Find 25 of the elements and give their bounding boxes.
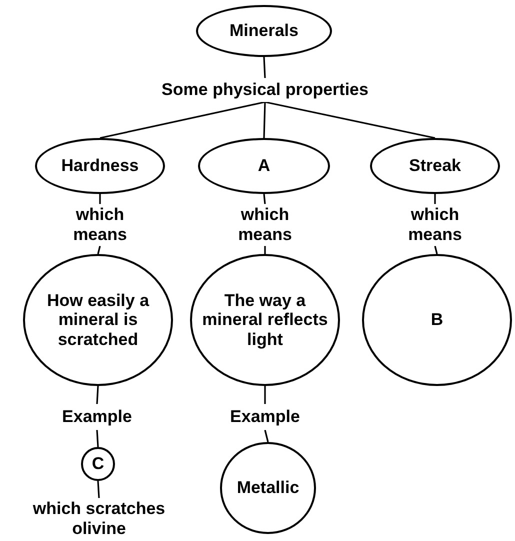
connector-line [434, 246, 438, 254]
connector-line [263, 102, 266, 138]
connector-line [97, 246, 101, 254]
connector-line [96, 386, 99, 404]
node-text: How easily a mineral is scratched [46, 290, 150, 350]
connector-line [264, 430, 269, 442]
connector-line [97, 480, 100, 498]
node-text: Streak [409, 156, 461, 176]
node-text: The way a mineral reflects light [201, 290, 329, 350]
connector-line [434, 194, 436, 204]
node-text: C [92, 454, 104, 474]
connector-line [264, 246, 266, 254]
node-text: B [430, 310, 444, 330]
connector-line [263, 56, 266, 78]
connector-line [264, 101, 436, 139]
connector-line [264, 386, 266, 404]
node-text: A [258, 156, 270, 176]
connector-line [96, 430, 99, 448]
node-text: Minerals [230, 21, 298, 41]
connector-line [263, 194, 266, 204]
connector-line [100, 101, 266, 139]
node-text: Hardness [61, 156, 139, 176]
connector-line [99, 194, 101, 204]
node-text: Metallic [236, 478, 300, 498]
circle-node [81, 447, 115, 481]
